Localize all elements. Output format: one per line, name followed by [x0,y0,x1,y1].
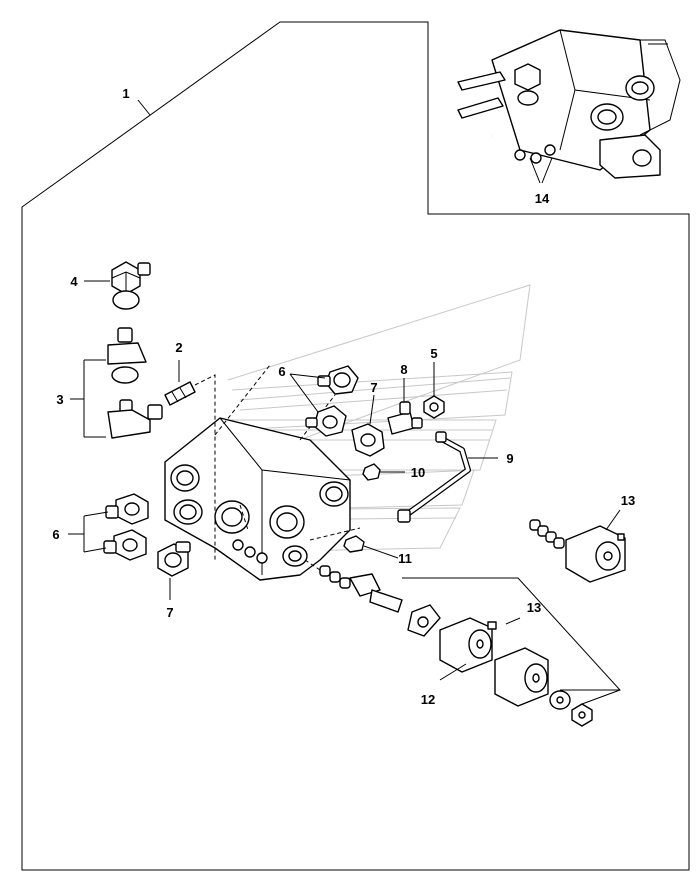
valve-block [164,364,361,581]
callout-11: 11 [398,551,412,566]
callout-2: 2 [175,340,182,355]
callout-1-leader [137,99,151,116]
part-10-fitting [362,463,405,481]
callout-8: 8 [400,362,407,377]
part-13-right-solenoid [529,509,626,583]
callout-1: 1 [122,86,129,101]
part-4-elbow-fitting [84,261,151,310]
inset-assembled-valve [448,29,681,201]
callout-13-right: 13 [621,493,635,508]
part-6-top-fittings [289,365,359,437]
callout-7-bottom: 7 [166,605,173,620]
callout-9: 9 [506,451,513,466]
callout-3: 3 [56,392,63,407]
callout-10: 10 [411,465,425,480]
part-2-adapter [164,360,216,560]
callout-13-lower: 13 [527,600,541,615]
part-11-fitting [343,535,399,559]
callout-7-top: 7 [370,380,377,395]
part-12-13-coil-assembly [319,565,621,727]
part-8-tee-fitting [387,378,423,435]
part-7-bottom-plug [157,541,191,600]
part-7-top-plug [351,394,385,457]
part-3-elbow-pair [70,327,163,439]
part-5-nut [423,362,445,419]
callout-6-left: 6 [52,527,59,542]
callout-6-top: 6 [278,364,285,379]
callout-5: 5 [430,346,437,361]
assembly-1-outline [21,21,690,871]
callout-14: 14 [535,191,550,206]
part-9-pipe [397,431,498,523]
callout-4: 4 [70,274,78,289]
callout-12: 12 [421,692,435,707]
part-6-left-fittings [68,493,149,561]
